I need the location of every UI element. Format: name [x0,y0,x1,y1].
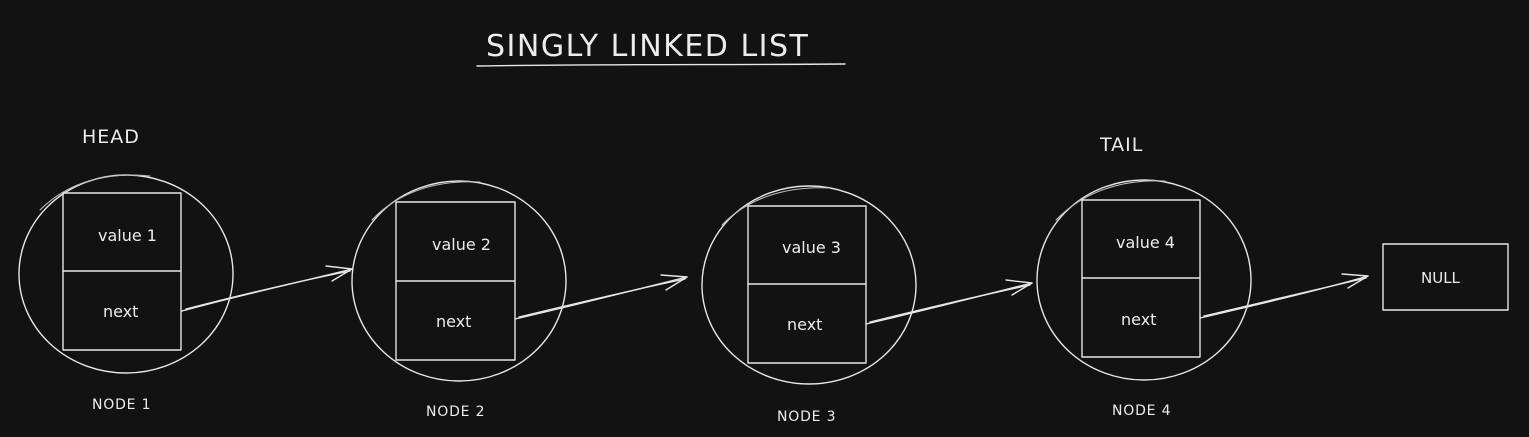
node-4-circle [1036,179,1252,381]
arrow-node4-to-null [1199,273,1369,319]
null-box [1382,243,1509,311]
node-2-next: next [436,312,471,331]
node-3-value: value 3 [782,238,841,257]
node-4-name: NODE 4 [1112,403,1171,419]
null-node: NULL [1382,243,1509,311]
node-2-circle [351,180,567,382]
node-1: value 1 next NODE 1 [18,174,234,413]
node-2-value: value 2 [432,235,491,254]
arrow-node3-to-node4 [865,279,1033,325]
node-1-value: value 1 [98,226,157,245]
node-1-circle [18,174,234,374]
node-4-next: next [1121,310,1156,329]
tail-label: TAIL [1099,134,1143,156]
node-3-name: NODE 3 [777,409,836,425]
node-2: value 2 next NODE 2 [351,180,567,420]
node-4: value 4 next NODE 4 [1036,179,1252,419]
node-3-next: next [787,315,822,334]
head-label: HEAD [82,126,140,148]
node-3-circle [701,185,917,385]
diagram-title: SINGLY LINKED LIST [486,29,809,64]
node-4-value: value 4 [1116,233,1175,252]
node-1-next: next [103,302,138,321]
node-2-name: NODE 2 [426,404,485,420]
arrow-node1-to-node2 [181,265,353,312]
node-3: value 3 next NODE 3 [701,185,917,425]
title-underline [476,63,846,67]
node-1-name: NODE 1 [92,397,151,413]
null-label: NULL [1421,269,1461,287]
pointer-arrows [181,265,1369,325]
arrow-node2-to-node3 [514,274,688,320]
